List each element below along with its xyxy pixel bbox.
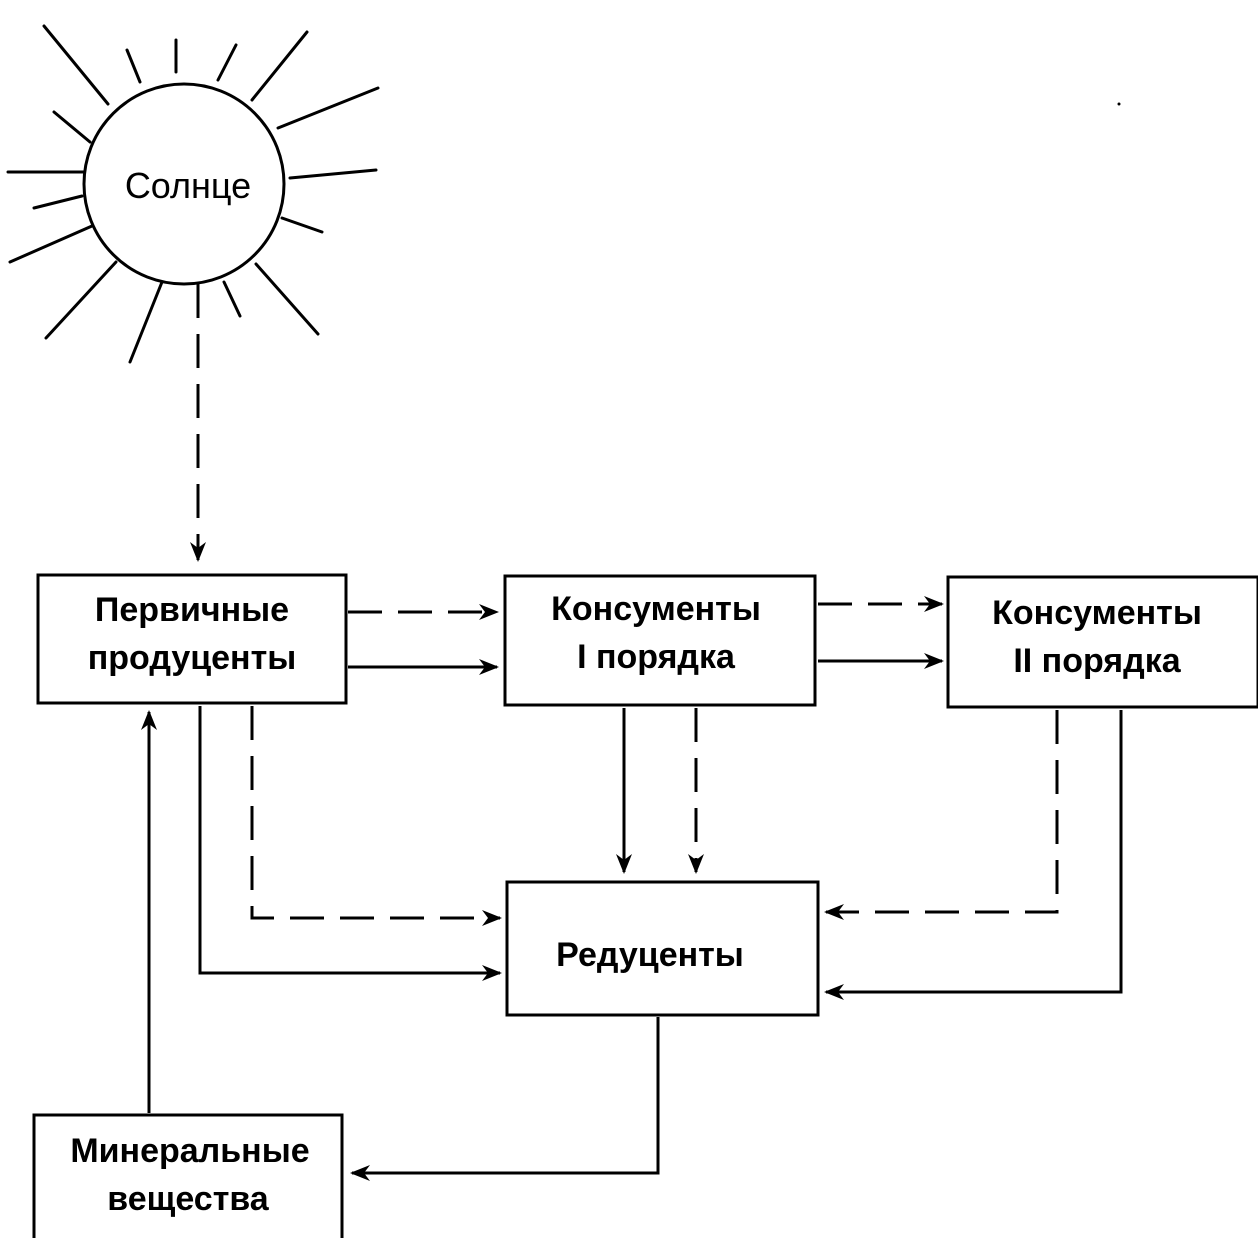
consumers2-label-line1: Консументы: [992, 594, 1202, 632]
sun: Солнце: [6, 24, 380, 364]
sun-label: Солнце: [125, 165, 251, 206]
consumers1-label-line1: Консументы: [551, 590, 761, 628]
arrow-producers-to-decomposers-matter: [198, 706, 502, 981]
node-consumers-1: Консументы I порядка: [503, 574, 817, 707]
producers-label-line1: Первичные: [95, 591, 289, 629]
node-minerals: Минеральные вещества: [32, 1113, 344, 1238]
node-producers: Первичные продуценты: [36, 573, 348, 705]
producers-label-line2: продуценты: [88, 639, 297, 677]
minerals-label-line1: Минеральные: [70, 1132, 309, 1170]
sun-circle: [82, 82, 286, 286]
arrow-decomposers-to-minerals: [350, 1017, 660, 1181]
arrow-consumers2-to-decomposers-matter: [824, 710, 1123, 1000]
arrow-producers-to-decomposers-energy: [250, 706, 502, 926]
decomposers-label: Редуценты: [556, 936, 744, 974]
node-decomposers: Редуценты: [505, 880, 820, 1017]
arrow-consumers2-to-decomposers-energy: [824, 710, 1059, 920]
sun-rays: [6, 24, 380, 364]
minerals-label-line2: вещества: [107, 1180, 270, 1218]
node-consumers-2: Консументы II порядка: [946, 575, 1258, 709]
consumers2-label-line2: II порядка: [1013, 642, 1181, 680]
energy-arrows: [190, 284, 1059, 926]
matter-arrows: [141, 653, 1123, 1181]
stray-dot: [1117, 102, 1121, 106]
consumers1-label-line2: I порядка: [577, 638, 736, 676]
